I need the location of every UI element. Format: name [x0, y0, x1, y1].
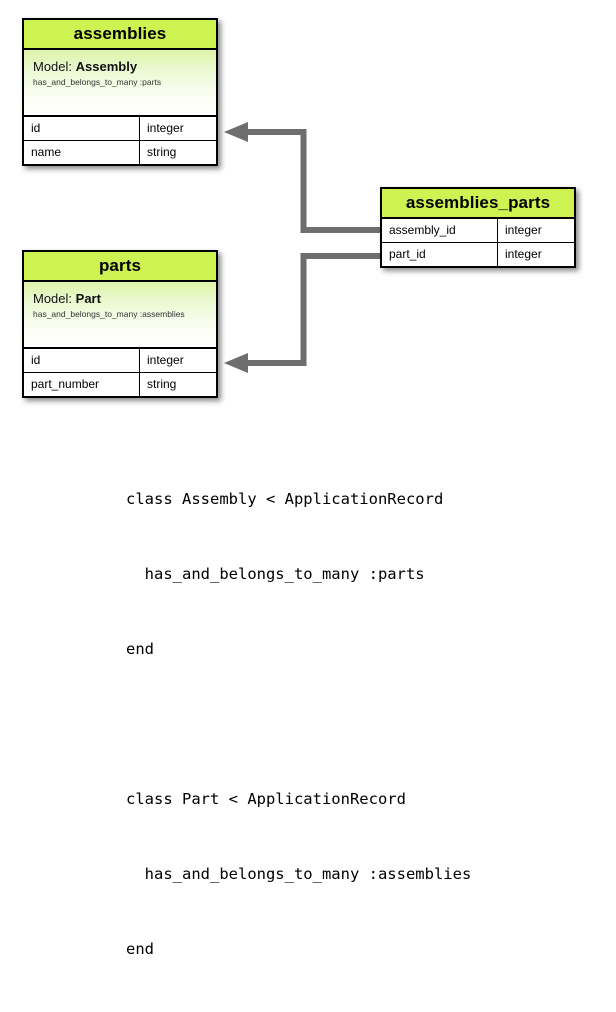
code-line: has_and_belongs_to_many :parts: [126, 565, 425, 583]
code-line: has_and_belongs_to_many :assemblies: [126, 865, 472, 883]
attribute-name: part_number: [24, 373, 140, 396]
attribute-name: id: [24, 117, 140, 140]
entity-parts-title: parts: [24, 252, 216, 282]
table-row: name string: [24, 141, 216, 164]
entity-assemblies-title: assemblies: [24, 20, 216, 50]
table-row: id integer: [24, 349, 216, 373]
table-row: id integer: [24, 117, 216, 141]
code-line: end: [126, 940, 154, 958]
attribute-name: id: [24, 349, 140, 372]
model-label: Model:: [33, 59, 73, 74]
entity-parts-note: Model: Part has_and_belongs_to_many :ass…: [24, 282, 216, 349]
attribute-type: string: [147, 145, 177, 159]
entity-parts[interactable]: parts Model: Part has_and_belongs_to_man…: [22, 250, 218, 398]
attribute-type: string: [147, 377, 177, 391]
relationship-assembly-fk: [224, 122, 380, 233]
code-snippet: class Assembly < ApplicationRecord has_a…: [126, 437, 471, 1012]
table-row: part_id integer: [382, 243, 574, 266]
entity-assemblies-association: has_and_belongs_to_many :parts: [33, 77, 162, 87]
attribute-name: name: [24, 141, 140, 164]
entity-assemblies-note: Model: Assembly has_and_belongs_to_many …: [24, 50, 216, 117]
entity-parts-association: has_and_belongs_to_many :assemblies: [33, 309, 185, 319]
attribute-type: integer: [505, 223, 542, 237]
attribute-name: assembly_id: [382, 219, 498, 242]
code-line: end: [126, 640, 154, 658]
model-name: Assembly: [75, 59, 138, 74]
attribute-type: integer: [147, 121, 184, 135]
code-line: class Assembly < ApplicationRecord: [126, 490, 444, 508]
attribute-type: integer: [147, 353, 184, 367]
code-line-blank: [126, 712, 471, 737]
entity-assemblies-model: Model: Assembly: [33, 59, 207, 74]
model-label: Model:: [33, 291, 73, 306]
entity-assemblies-parts[interactable]: assemblies_parts assembly_id integer par…: [380, 187, 576, 268]
arrowhead-icon: [224, 353, 248, 373]
relationship-part-fk: [224, 253, 380, 373]
attribute-name: part_id: [382, 243, 498, 266]
entity-parts-model: Model: Part: [33, 291, 207, 306]
entity-assemblies[interactable]: assemblies Model: Assembly has_and_belon…: [22, 18, 218, 166]
arrowhead-icon: [224, 122, 248, 142]
entity-assemblies-parts-title: assemblies_parts: [382, 189, 574, 219]
model-name: Part: [75, 291, 101, 306]
diagram-canvas: assemblies Model: Assembly has_and_belon…: [22, 18, 576, 958]
code-line: class Part < ApplicationRecord: [126, 790, 406, 808]
table-row: part_number string: [24, 373, 216, 396]
table-row: assembly_id integer: [382, 219, 574, 243]
attribute-type: integer: [505, 247, 542, 261]
